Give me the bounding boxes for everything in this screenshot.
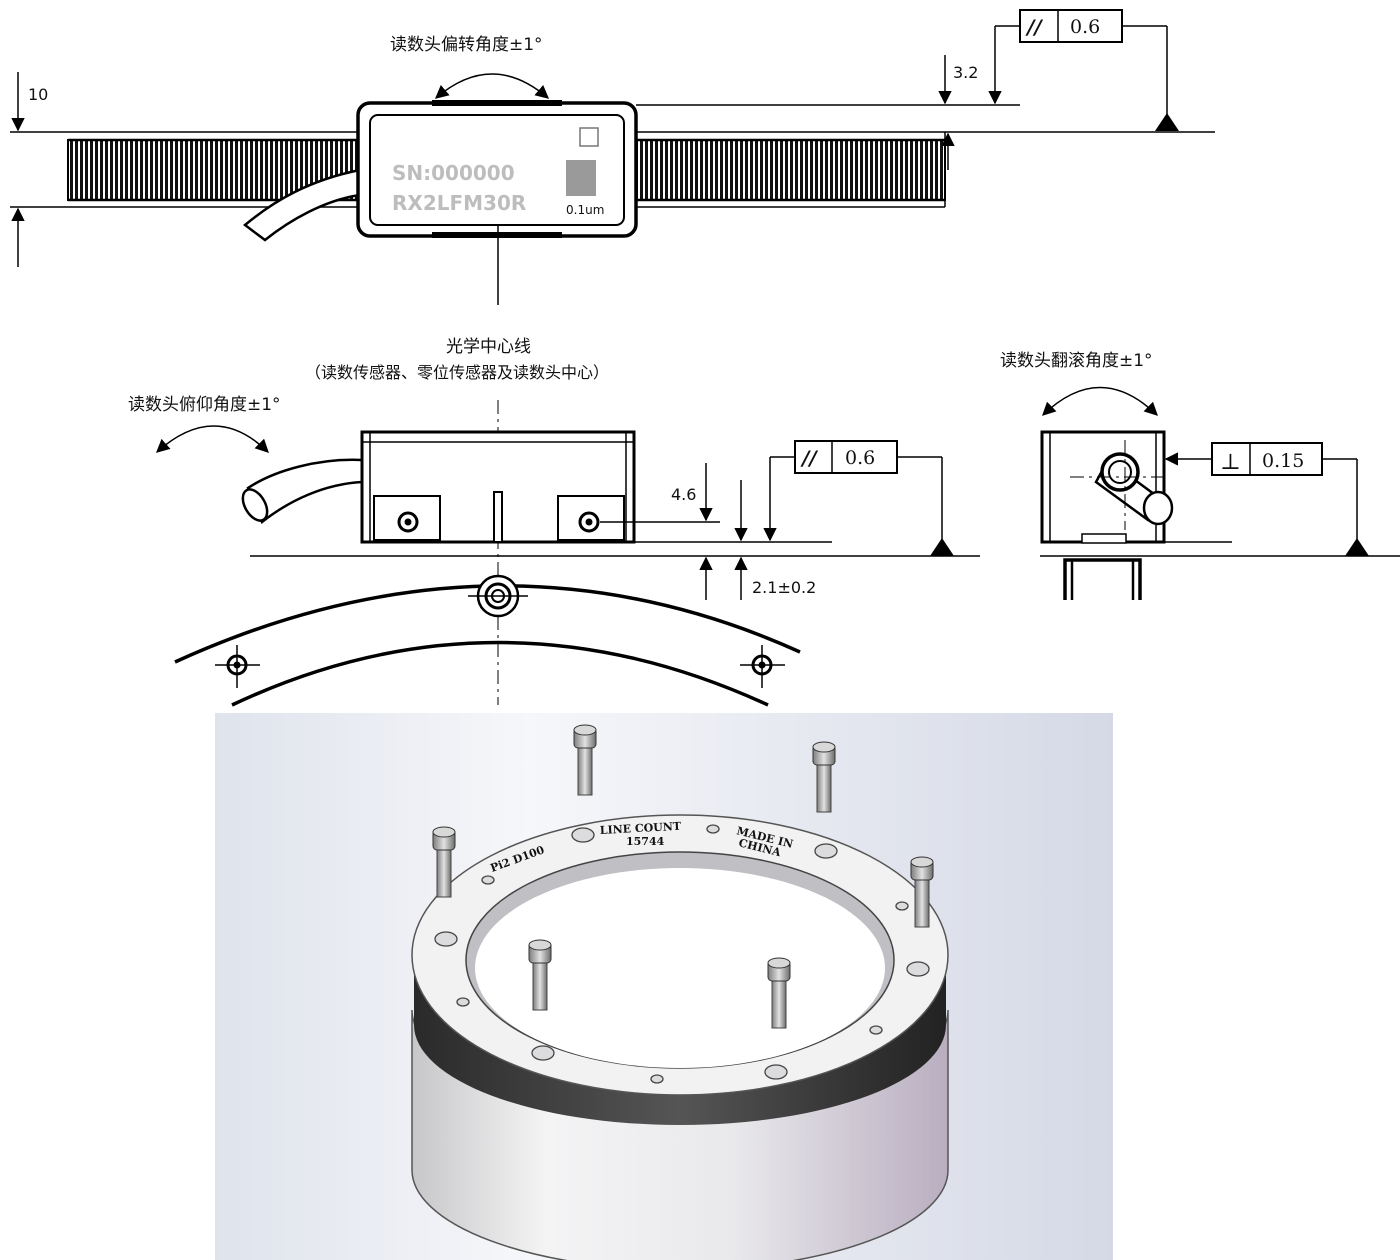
readhead-side: [360, 430, 636, 544]
perpendicular-tolerance: ⊥ 0.15: [1164, 442, 1369, 556]
side-view: 光学中心线 （读数传感器、零位传感器及读数头中心） 读数头俯仰角度±1°: [128, 337, 980, 707]
logo-icon: [579, 127, 599, 147]
pitch-angle-label: 读数头俯仰角度±1°: [128, 395, 281, 415]
parallel-symbol: //: [1025, 15, 1043, 39]
engraving-line-count-value: 15744: [626, 835, 665, 848]
engraving-line-count: LINE COUNT: [599, 820, 682, 837]
dimension-3-2: 3.2: [953, 63, 978, 82]
perpendicular-value: 0.15: [1262, 450, 1304, 472]
readhead-model: RX2LFM30R: [392, 191, 526, 215]
top-view: SN:000000 RX2LFM30R 0.1um 读数头偏转角度±1° 10 …: [10, 9, 1215, 305]
roll-angle-label: 读数头翻滚角度±1°: [1000, 351, 1153, 371]
perpendicular-symbol: ⊥: [1220, 450, 1241, 475]
dimension-4-6: 4.6: [671, 485, 696, 504]
screw-icon: [432, 724, 934, 1029]
parallel-value: 0.6: [1070, 16, 1100, 38]
readhead-resolution: 0.1um: [566, 203, 604, 217]
end-view: 读数头翻滚角度±1° ⊥ 0.15: [1000, 351, 1400, 600]
parallel-value-side: 0.6: [845, 447, 875, 469]
yaw-angle-label: 读数头偏转角度±1°: [390, 35, 543, 55]
qr-icon: [566, 160, 596, 196]
readhead-serial: SN:000000: [392, 161, 515, 185]
ring-3d-render: Pi2 D100 LINE COUNT 15744 MADE IN CHINA: [215, 713, 1113, 1260]
dimension-10: 10: [28, 85, 48, 104]
parallel-symbol-side: //: [800, 446, 818, 470]
dimension-gap: 2.1±0.2: [752, 578, 816, 597]
readhead-top: SN:000000 RX2LFM30R 0.1um: [356, 100, 638, 238]
parallel-tolerance-side: // 0.6: [763, 440, 954, 556]
readhead-cable: [242, 168, 362, 242]
optical-center-title: 光学中心线: [446, 337, 531, 357]
optical-center-subtitle: （读数传感器、零位传感器及读数头中心）: [305, 363, 609, 382]
parallel-tolerance-top: // 0.6: [988, 9, 1179, 131]
